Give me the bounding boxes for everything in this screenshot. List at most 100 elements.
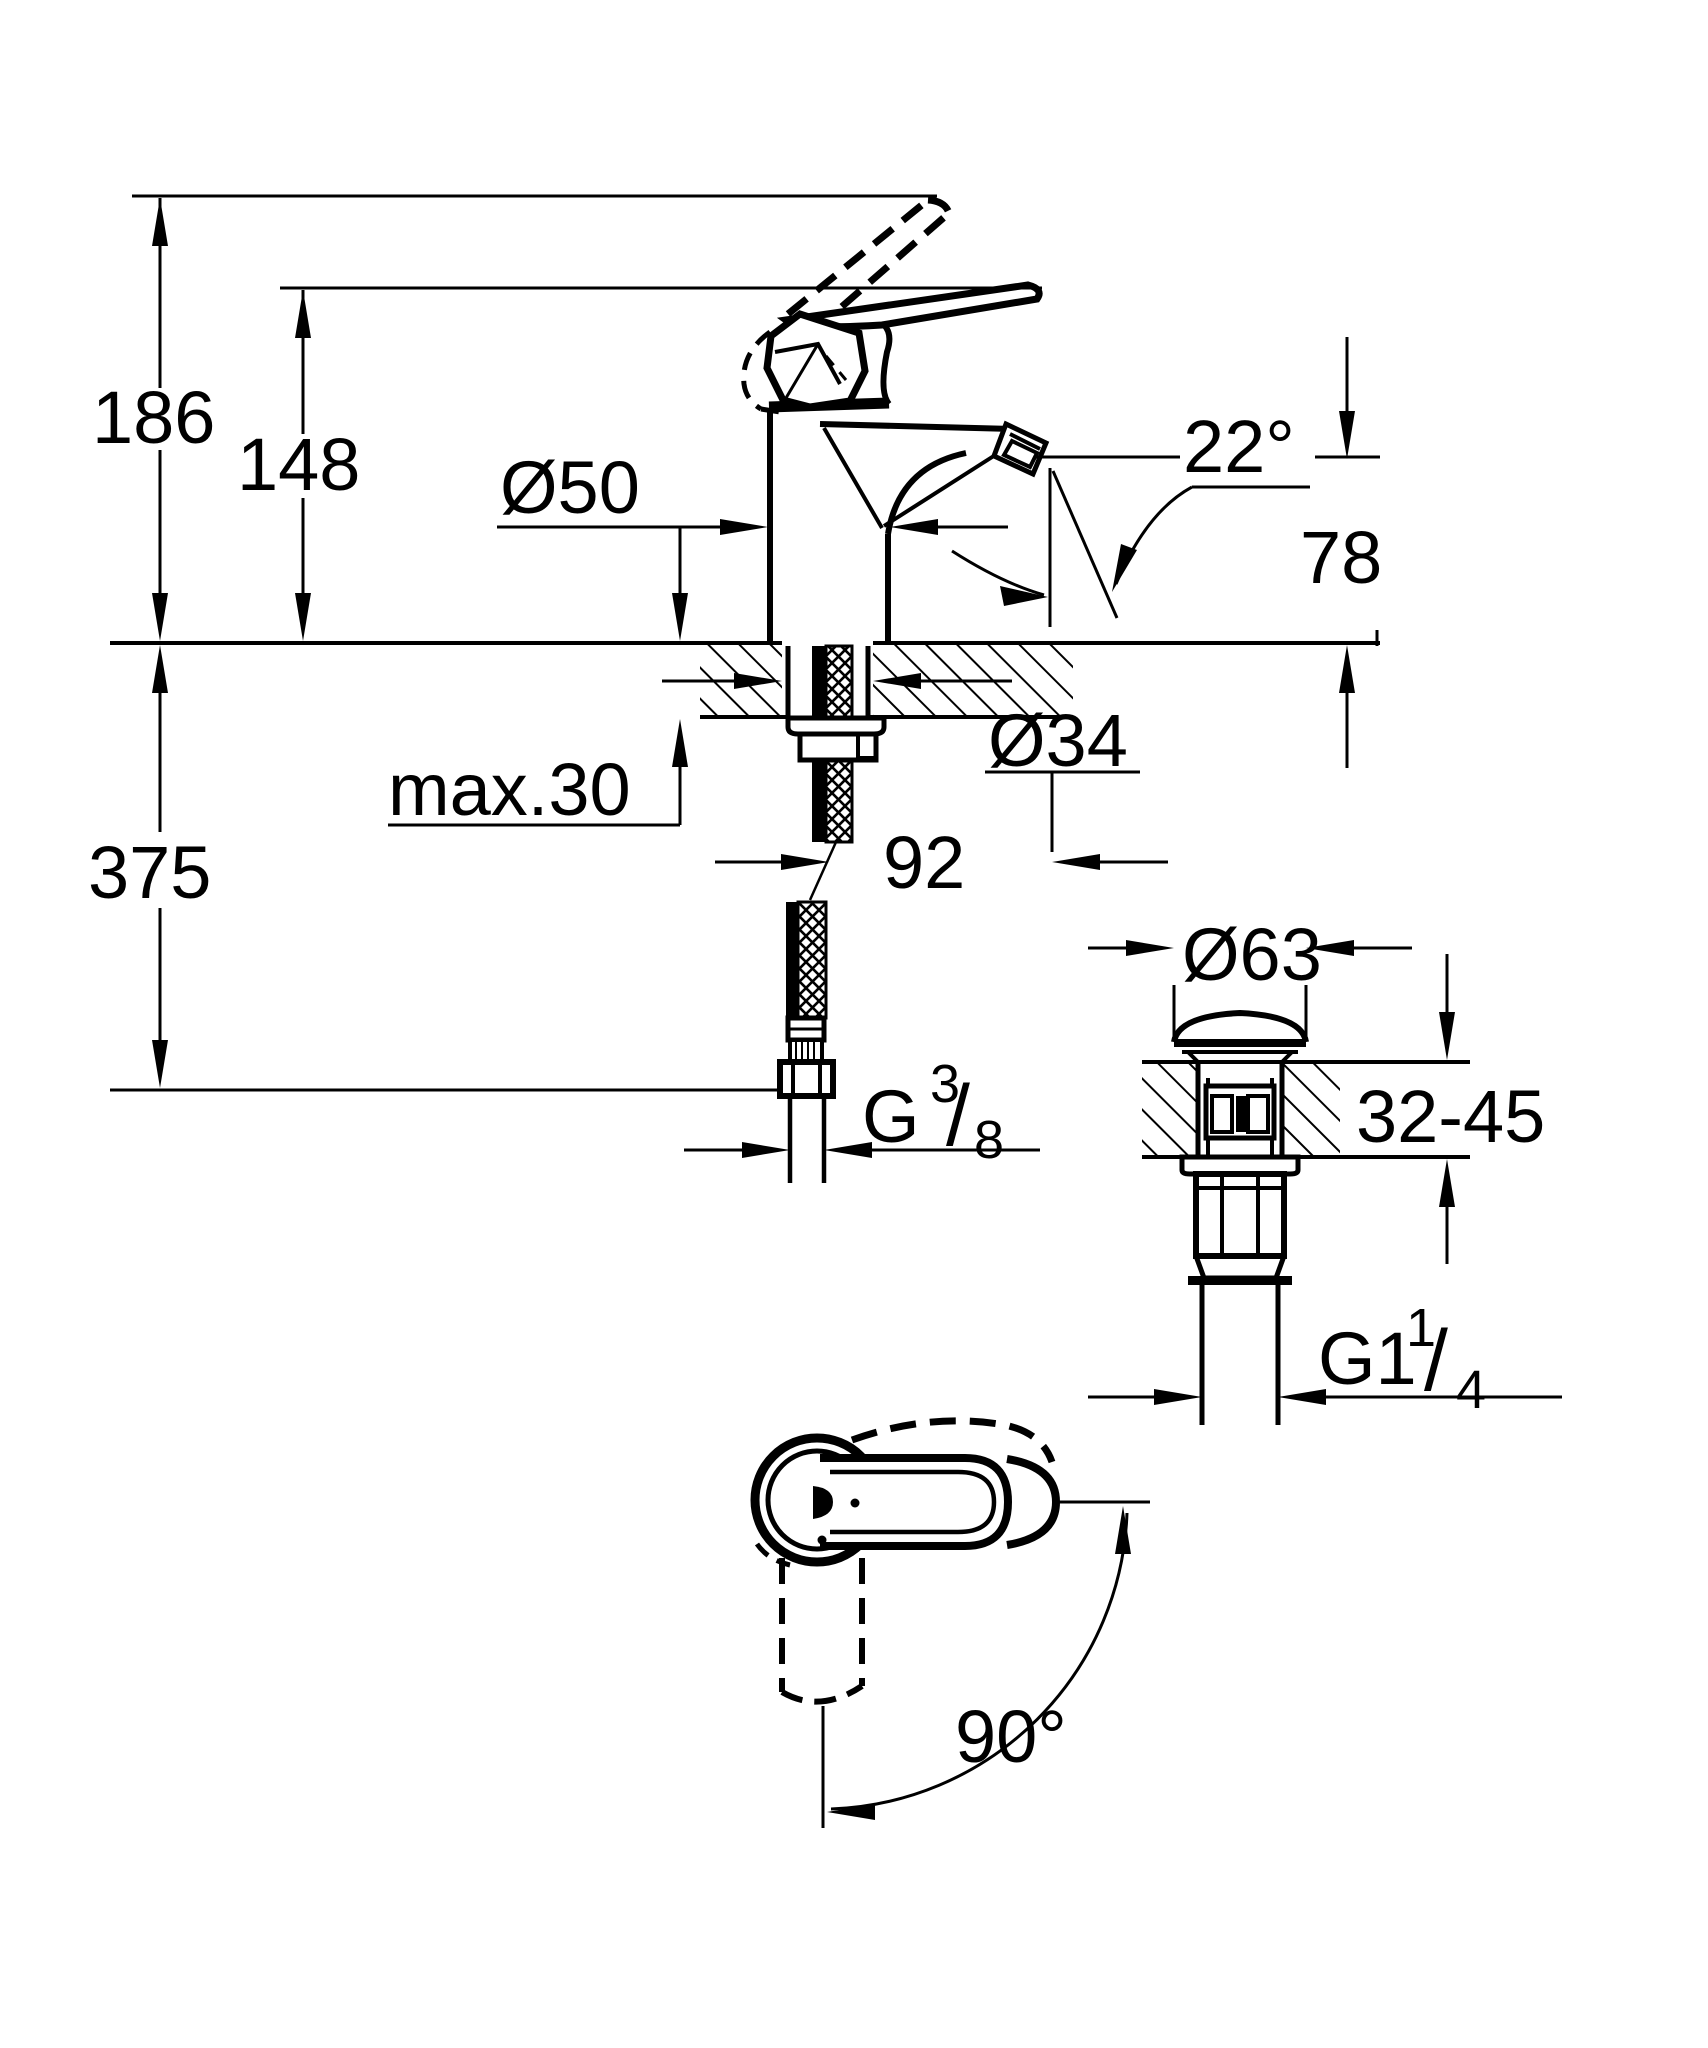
arrow-up [152, 645, 168, 693]
thread-g114-slash: / [1424, 1313, 1448, 1409]
arrow-down [672, 593, 688, 641]
dim-92-label: 92 [883, 821, 965, 904]
aerator-inner [1001, 438, 1040, 470]
dim-22deg-label: 22° [1183, 405, 1295, 488]
tailpipe-shoulder [1188, 1276, 1292, 1285]
dim-spout-outlet-height: 78 [1300, 337, 1382, 768]
arrow-up [1439, 1159, 1455, 1207]
arrow-left [1306, 940, 1354, 956]
hose-connector-nut [777, 1059, 836, 1099]
hose-knurl [788, 1038, 824, 1064]
swivel-arc [830, 1512, 1129, 1811]
handle-raised-dashed-top [785, 197, 931, 317]
dim-base-diameter: Ø50 [497, 446, 1008, 641]
arc-arrow-right [1000, 586, 1048, 606]
arrow-left [824, 1142, 872, 1158]
plug-taper-left [1186, 1050, 1200, 1064]
handle-raised-dashed-bottom [811, 210, 952, 334]
basin-hatch-left [1142, 1064, 1198, 1155]
thread-g38-denominator: 8 [974, 1110, 1004, 1170]
arc-arrow-down-left [1112, 544, 1137, 592]
dim-supply-thread: G 3 / 8 [684, 1054, 1040, 1170]
dim-63-label: Ø63 [1182, 913, 1322, 996]
arrow-right [781, 854, 829, 870]
handle-knob-dash [824, 355, 848, 381]
dim-50-label: Ø50 [500, 446, 640, 529]
arrow-left [873, 673, 921, 689]
dim-hose-offset: 92 [715, 821, 1168, 904]
waste-flange [1179, 1154, 1301, 1177]
dim-swivel-angle: 90° [827, 1500, 1150, 1820]
handle-logo-mark [813, 1486, 833, 1519]
dim-hole-diameter: Ø34 [662, 673, 1140, 852]
hose-break-centerline [808, 841, 838, 901]
arrow-down [152, 593, 168, 641]
arc-arrow-left [827, 1804, 875, 1820]
spout-top-edge [819, 421, 1014, 432]
overflow-window-right [1246, 1094, 1270, 1134]
thread-g38-numerator: 3 [930, 1054, 960, 1114]
thread-g38-slash: / [946, 1068, 970, 1164]
spray-direction-line [1051, 470, 1119, 619]
hose-edge-lower [786, 902, 798, 1018]
thread-g114-numerator: 1 [1406, 1298, 1436, 1358]
arrow-right [742, 1142, 790, 1158]
arrow-down [295, 593, 311, 641]
arrow-left [1052, 854, 1100, 870]
handle-lever-inner-outline [830, 1469, 997, 1535]
popup-waste [1171, 1009, 1309, 1425]
dim-hose-drop: 375 [88, 645, 780, 1092]
handle-neck-curve [880, 322, 893, 406]
arrow-right [1126, 940, 1174, 956]
dim-plug-diameter: Ø63 [1088, 913, 1412, 1038]
dim-waste-thread: G1 1 / 4 [1088, 1298, 1562, 1420]
arrow-right [720, 519, 768, 535]
aerator-line [1009, 432, 1041, 451]
arrow-down [152, 1040, 168, 1088]
faucet-body [767, 397, 1050, 643]
overflow-divider [1236, 1096, 1246, 1132]
handle-ghost-knob-base [760, 406, 787, 416]
arrow-up [152, 198, 168, 246]
angle-arc-left [951, 549, 1045, 597]
dim-375-label: 375 [88, 831, 211, 914]
thread-g114-prefix: G1 [1318, 1317, 1417, 1400]
spout-inner-line-right [882, 450, 1002, 528]
arrow-left [1278, 1389, 1326, 1405]
dim-148-label: 148 [237, 423, 360, 506]
handle-raised-dashed-tip [927, 196, 953, 215]
handle-ghost-raised-dashed [850, 1417, 1056, 1464]
arrow-right [1154, 1389, 1202, 1405]
dim-max-deck-thickness: max.30 [388, 719, 688, 831]
dim-3245-label: 32-45 [1356, 1075, 1545, 1158]
arrow-up [1339, 645, 1355, 693]
handle-down-dashed-cap [780, 1683, 864, 1705]
spout-inner-line-left [822, 426, 884, 530]
view-side-faucet: 186 148 375 Ø50 [88, 194, 1382, 1183]
pivot-ghost-arc [754, 1542, 791, 1568]
view-top-handle: 90° [750, 1417, 1150, 1828]
handle-knob-crease2 [784, 343, 820, 399]
arc-arrow-up [1115, 1506, 1131, 1554]
mounting-nut [797, 731, 879, 763]
handle-ghost-knob-arc [741, 329, 772, 412]
arrow-up [672, 719, 688, 767]
mounting-nut-tab [856, 732, 878, 760]
handle-dot [817, 1535, 827, 1545]
thread-g38-prefix: G [862, 1075, 920, 1158]
handle-knob [763, 310, 869, 411]
dim-spray-angle: 22° [951, 405, 1380, 627]
mounting-hardware [777, 644, 887, 1183]
arrow-right [734, 673, 782, 689]
basin-hatch-right [1282, 1064, 1340, 1155]
arrow-left [890, 519, 938, 535]
handle-lever-end-cap [1006, 1455, 1061, 1549]
arrow-down [1439, 1012, 1455, 1060]
faucet-handle [741, 196, 1043, 416]
waste-plug-dome [1171, 1009, 1309, 1043]
plug-taper-right [1280, 1050, 1294, 1064]
handle-dot [850, 1498, 860, 1508]
dim-max30-label: max.30 [388, 748, 631, 831]
